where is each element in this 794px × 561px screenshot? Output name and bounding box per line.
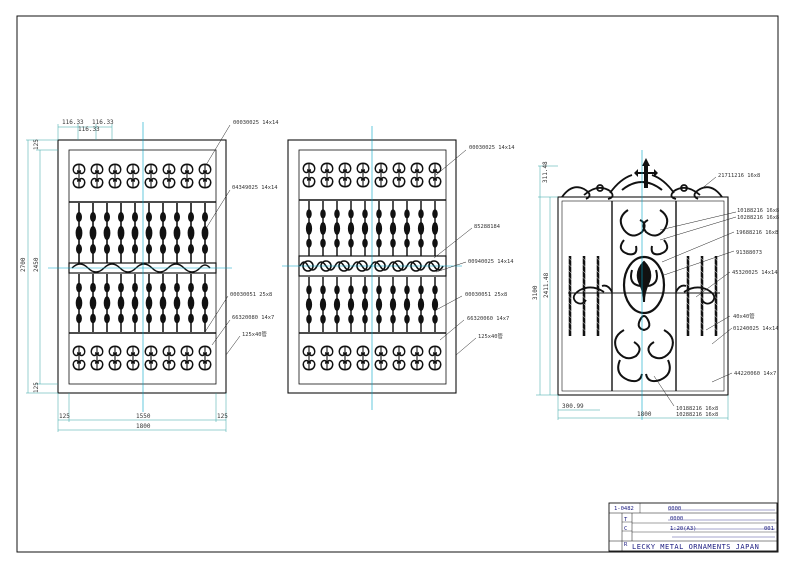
title-block: 1-0482 0000 0000 1:20(A3) 001 T C R LECK… xyxy=(608,502,778,552)
title-code: 1-0482 xyxy=(614,506,634,512)
right-label-11: 10288216 16x8 xyxy=(676,412,718,418)
left-label-2: 04349025 14x14 xyxy=(232,185,277,191)
left-dim-total-height: 2700 xyxy=(20,257,27,272)
right-finial-icon xyxy=(634,158,658,188)
right-side-scrolls xyxy=(568,284,720,305)
mid-label-4: 00030051 25x8 xyxy=(465,292,507,298)
left-label-5: 125x40管 xyxy=(242,330,267,338)
right-label-4: 19688216 16x8 xyxy=(736,230,778,236)
left-dim-bottom-right: 125 xyxy=(217,413,228,420)
right-label-10: 10188216 16x8 xyxy=(676,406,718,412)
right-label-1: 21711216 16x8 xyxy=(718,173,760,179)
left-label-1: 00030025 14x14 xyxy=(233,120,278,126)
left-dim-top-2: 116.33 xyxy=(78,126,100,133)
left-dim-top-small: 125 xyxy=(33,139,40,150)
left-inner-frame xyxy=(68,149,217,385)
title-scale: 1:20(A3) xyxy=(670,526,697,532)
right-label-8: 01240025 14x14 xyxy=(733,326,778,332)
title-row2-value: 0000 xyxy=(670,516,683,522)
left-upper-bars xyxy=(74,203,210,263)
right-dim-total-height: 3100 xyxy=(532,285,539,300)
left-dim-bottom-mid: 1550 xyxy=(136,413,151,420)
title-company: LECKY METAL ORNAMENTS JAPAN xyxy=(632,543,759,551)
left-dim-bottom-small: 125 xyxy=(33,382,40,393)
right-dim-left-bottom: 300.99 xyxy=(562,403,584,410)
mid-label-6: 125x40管 xyxy=(478,332,503,340)
left-dim-inner-height: 2450 xyxy=(33,257,40,272)
right-dim-crown: 311.48 xyxy=(542,161,549,183)
left-top-scrolls xyxy=(71,162,213,190)
right-label-5: 91388073 xyxy=(736,250,762,256)
left-dim-total-width: 1800 xyxy=(136,423,151,430)
left-label-4: 66320080 14x7 xyxy=(232,315,274,321)
left-label-3: 00030051 25x8 xyxy=(230,292,272,298)
middle-gate-panel: 00030025 14x14 85288184 00940025 14x14 0… xyxy=(282,126,514,410)
right-dim-side-height: 2411.48 xyxy=(543,272,550,298)
right-label-6: 45320025 14x14 xyxy=(732,270,777,276)
right-label-3: 10288216 16x8 xyxy=(737,215,779,221)
right-central-ornament xyxy=(611,201,677,391)
title-letter-t: T xyxy=(624,517,628,523)
left-dim-bottom-left: 125 xyxy=(59,413,70,420)
right-label-2: 10188216 16x8 xyxy=(737,208,779,214)
right-label-9: 44220060 14x7 xyxy=(734,371,776,377)
mid-label-5: 66320060 14x7 xyxy=(467,316,509,322)
title-letter-c: C xyxy=(624,526,627,532)
sheet-border xyxy=(16,15,779,553)
mid-label-3: 00940025 14x14 xyxy=(468,259,513,265)
left-frame xyxy=(57,139,227,394)
title-page: 001 xyxy=(764,526,774,532)
left-lower-bars xyxy=(74,274,210,332)
mid-label-1: 00030025 14x14 xyxy=(469,145,514,151)
right-frame xyxy=(557,196,729,396)
right-label-7: 40x40管 xyxy=(733,312,755,320)
right-gate-panel: 311.48 3100 2411.48 300.99 1800 21711216… xyxy=(532,150,779,420)
left-bottom-scrolls xyxy=(71,344,213,372)
right-dim-total-width: 1800 xyxy=(637,411,652,418)
title-letter-r: R xyxy=(624,542,628,548)
title-row1-value: 0000 xyxy=(668,506,681,512)
left-dim-top-3: 116.33 xyxy=(92,119,114,126)
left-dim-top-1: 116.33 xyxy=(62,119,84,126)
left-gate-panel: 116.33 116.33 116.33 125 2700 2450 125 1… xyxy=(20,119,278,432)
mid-label-2: 85288184 xyxy=(474,224,500,230)
